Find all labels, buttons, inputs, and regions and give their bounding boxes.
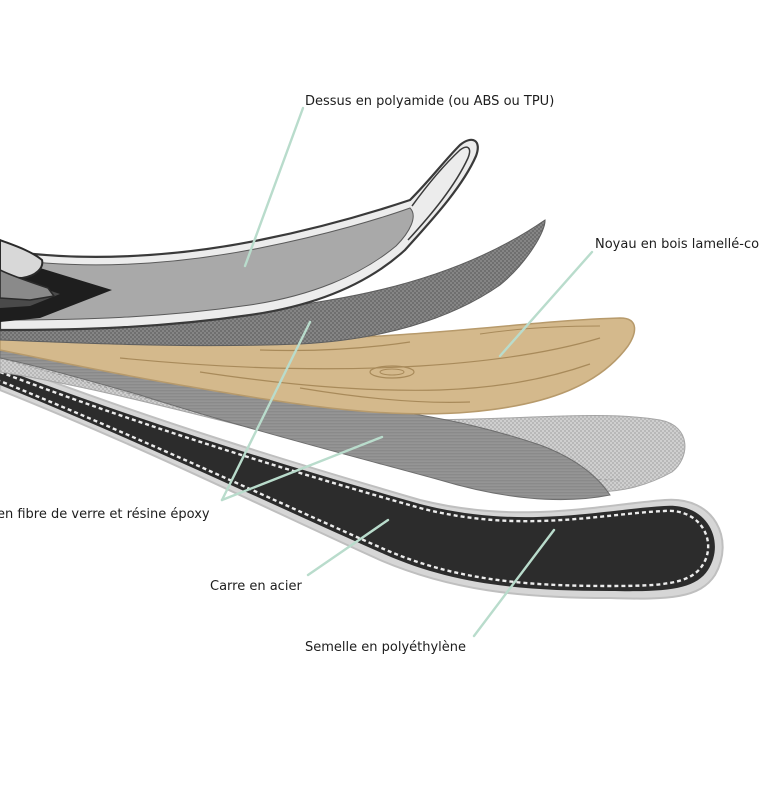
leader-core [498, 250, 594, 358]
leader-lines [220, 106, 594, 638]
label-top-sheet: Dessus en polyamide (ou ABS ou TPU) [305, 94, 554, 109]
leader-fiberglass-b [220, 435, 384, 502]
base-sole [0, 368, 715, 592]
base-layer [0, 360, 724, 600]
leader-top-sheet [243, 106, 305, 268]
steel-edge [0, 370, 710, 588]
leader-edge [306, 518, 390, 577]
label-base: Semelle en polyéthylène [305, 640, 466, 655]
label-fiberglass: en fibre de verre et résine époxy [0, 507, 210, 522]
leader-base [472, 528, 556, 638]
label-edge: Carre en acier [210, 579, 302, 594]
label-core: Noyau en bois lamellé-co [595, 237, 759, 252]
leader-fiberglass-a [220, 320, 312, 502]
labels: Dessus en polyamide (ou ABS ou TPU) Noya… [0, 94, 759, 655]
binding [0, 238, 112, 322]
